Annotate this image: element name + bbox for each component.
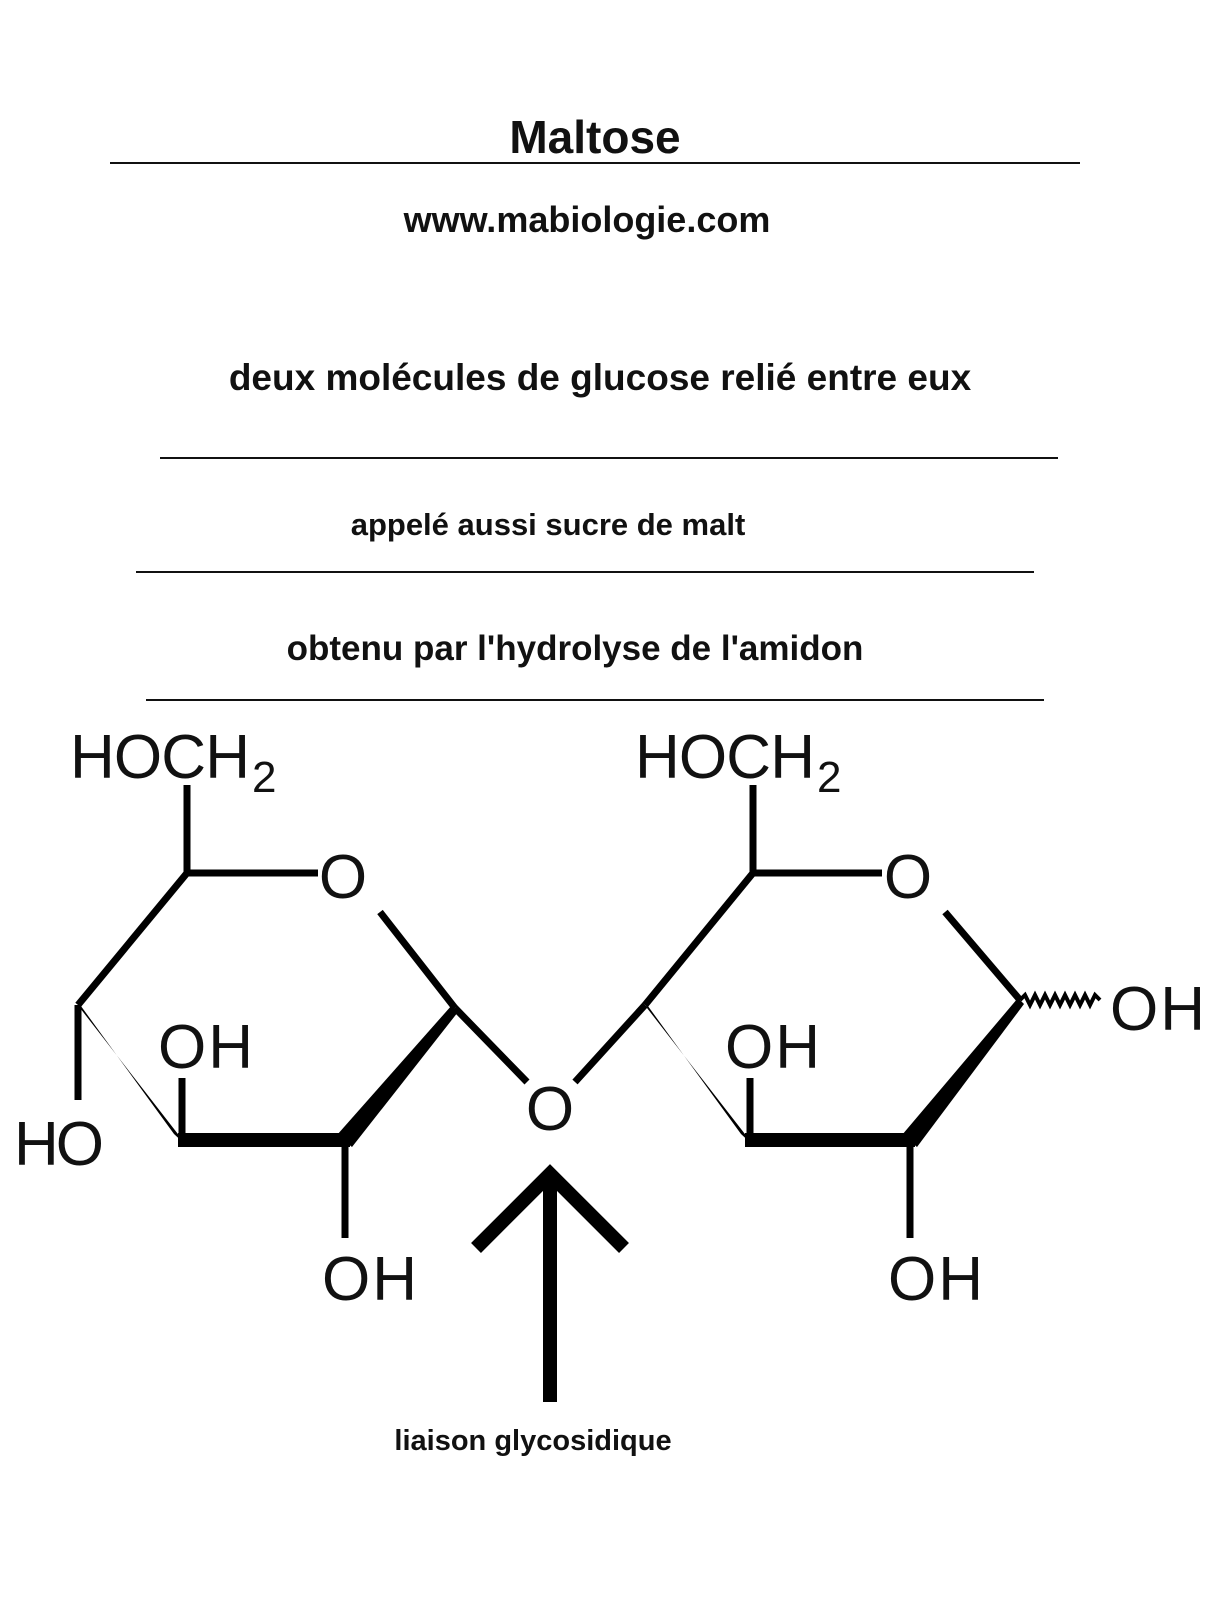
bond bbox=[452, 1005, 530, 1085]
right-c1-hydroxyl: OH bbox=[1110, 975, 1205, 1044]
wedge-bond bbox=[337, 1005, 458, 1147]
left-glucose-ring bbox=[74, 785, 530, 1238]
wedge-bond bbox=[902, 998, 1024, 1147]
bond bbox=[572, 1002, 648, 1085]
title: Maltose bbox=[509, 111, 680, 163]
right-ring-oxygen: O bbox=[884, 843, 932, 912]
arrow-up-icon bbox=[471, 1164, 629, 1402]
right-hoch2-subscript: 2 bbox=[817, 753, 841, 802]
left-c3-hydroxyl: OH bbox=[158, 1013, 253, 1082]
note-origin: obtenu par l'hydrolyse de l'amidon bbox=[287, 629, 864, 668]
bond bbox=[942, 909, 1023, 1003]
wedge-bond bbox=[745, 1133, 915, 1147]
left-ring-oxygen: O bbox=[319, 843, 367, 912]
website: www.mabiologie.com bbox=[403, 199, 771, 240]
note-composition: deux molécules de glucose relié entre eu… bbox=[229, 357, 972, 398]
bond bbox=[75, 870, 190, 1008]
right-glucose-ring bbox=[642, 785, 1102, 1238]
glycosidic-bond-label: liaison glycosidique bbox=[394, 1425, 671, 1457]
left-hoch2-subscript: 2 bbox=[252, 753, 276, 802]
right-c3-hydroxyl: OH bbox=[725, 1013, 820, 1082]
right-c2-hydroxyl: OH bbox=[888, 1245, 983, 1314]
left-c2-hydroxyl: OH bbox=[322, 1245, 417, 1314]
glycosidic-oxygen: O bbox=[526, 1075, 574, 1144]
left-hoch2-label: HOCH bbox=[70, 723, 250, 792]
right-hoch2-label: HOCH bbox=[635, 723, 815, 792]
wedge-bond bbox=[178, 1133, 350, 1147]
wavy-bond bbox=[1018, 990, 1102, 1010]
bond bbox=[377, 909, 458, 1011]
bond bbox=[642, 870, 756, 1008]
left-c4-hydroxyl: HO bbox=[14, 1110, 104, 1179]
note-alias: appelé aussi sucre de malt bbox=[351, 507, 746, 542]
